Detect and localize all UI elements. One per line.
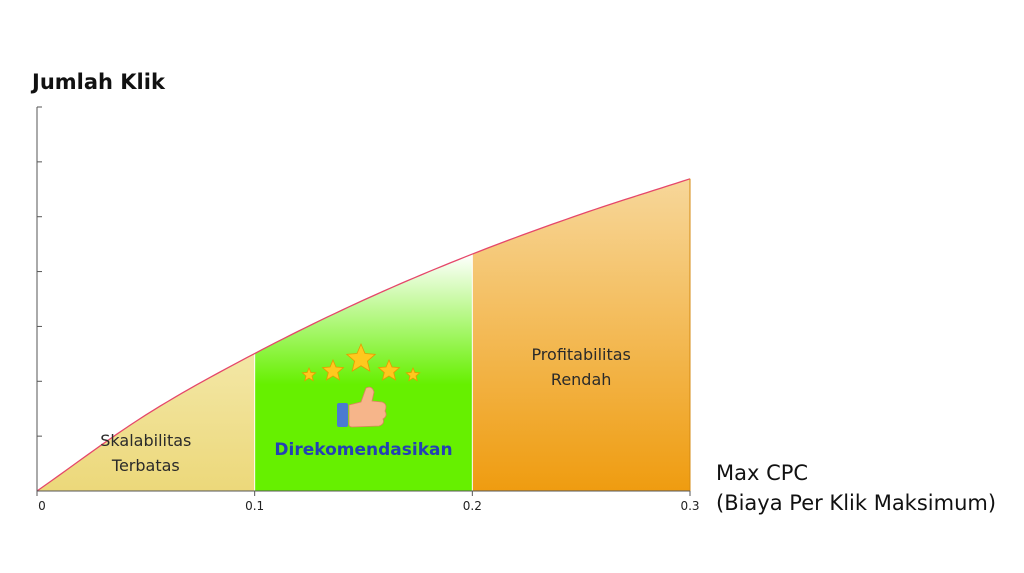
x-tick-label: 0 [38, 499, 46, 513]
curve-line [36, 178, 691, 492]
star-icon [377, 358, 401, 381]
thumbs-up-icon [337, 386, 387, 428]
region-area [254, 254, 473, 491]
thumbs-up-with-stars-icon [301, 342, 421, 428]
star-icon [405, 366, 421, 382]
x-axis-label: Max CPC (Biaya Per Klik Maksimum) [716, 458, 996, 518]
y-axis-label: Jumlah Klik [32, 70, 165, 94]
star-icon [345, 342, 377, 372]
star-icon [321, 358, 345, 381]
region-label: Terbatas [111, 456, 180, 475]
region-label: Skalabilitas [100, 431, 191, 450]
region-area [472, 178, 690, 491]
x-axis-label-line1: Max CPC [716, 461, 809, 485]
region-label: Rendah [551, 370, 611, 389]
star-icon [301, 366, 317, 382]
region-label: Profitabilitas [531, 345, 630, 364]
x-tick-label: 0.2 [463, 499, 482, 513]
x-axis-label-line2: (Biaya Per Klik Maksimum) [716, 491, 997, 515]
x-tick-label: 0.3 [680, 499, 699, 513]
region-area [37, 353, 255, 491]
x-tick-label: 0.1 [245, 499, 264, 513]
region-label: Direkomendasikan [274, 440, 452, 460]
